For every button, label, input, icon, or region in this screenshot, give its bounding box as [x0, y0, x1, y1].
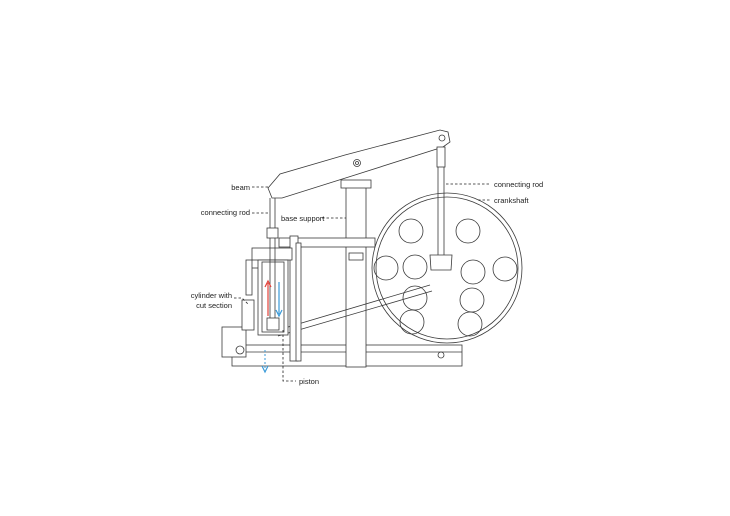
piston-rod [269, 238, 276, 318]
label-connecting-rod-left: connecting rod [201, 208, 250, 217]
steam-in-arrow [264, 279, 272, 316]
label-connecting-rod-right: connecting rod [494, 180, 543, 189]
label-cylinder-line2: cut section [196, 301, 232, 310]
cylinder [241, 247, 293, 336]
frame-rails [277, 235, 433, 362]
label-piston: piston [299, 377, 319, 386]
walking-beam [267, 129, 451, 199]
left-connecting-rod [266, 198, 279, 239]
right-connecting-rod [429, 146, 453, 271]
label-beam: beam [231, 183, 250, 192]
leader-lines [234, 183, 490, 382]
label-crankshaft: crankshaft [494, 196, 530, 205]
base-support-column [340, 179, 372, 368]
exhaust-arrow [261, 350, 269, 374]
steam-out-arrow [275, 282, 283, 318]
label-cylinder-line1: cylinder with [191, 291, 232, 300]
label-base-support: base support [281, 214, 325, 223]
